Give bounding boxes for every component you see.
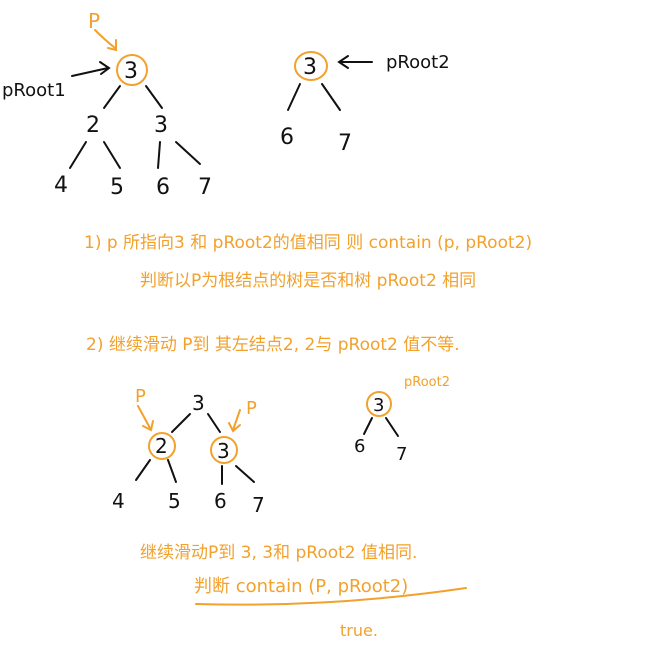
tree3-level1-right-ring: [210, 436, 238, 464]
tree2-root-pointer-label: pRoot2: [386, 52, 450, 73]
tree2-edge-left: [287, 83, 301, 111]
tree1-pointer-p-arrowhead: [107, 39, 117, 52]
tree1-edge-2-4: [69, 141, 87, 169]
step1-line2: 判断以P为根结点的树是否和树 pRoot2 相同: [140, 271, 476, 291]
step1-line1: 1) p 所指向3 和 pRoot2的值相同 则 contain (p, pRo…: [84, 233, 532, 253]
tree3-edge-root-left: [171, 413, 191, 433]
tree4-root-node: 3: [373, 395, 384, 416]
tree3: P P 3 2 3 4 5 6 7: [112, 386, 265, 517]
tree1-root-pointer-label: pRoot1: [2, 80, 66, 101]
tree1-leaf-4: 4: [54, 173, 68, 198]
tree3-pointer-right-arrowhead: [228, 422, 241, 433]
tree4-root-ring: [366, 391, 392, 417]
step3-result: true.: [340, 621, 378, 640]
tree3-pointer-left-label: P: [135, 386, 146, 407]
step3-line1: 继续滑动P到 3, 3和 pRoot2 值相同.: [140, 543, 417, 563]
tree2-root-ring: [294, 51, 328, 81]
tree2-leaf-6: 6: [280, 125, 294, 150]
step3-underline: [195, 587, 467, 606]
tree3-leaf-4: 4: [112, 489, 125, 513]
step1: 1) p 所指向3 和 pRoot2的值相同 则 contain (p, pRo…: [84, 233, 532, 291]
tree4-edge-left: [363, 417, 373, 435]
tree2: 3 pRoot2 6 7: [280, 51, 450, 156]
tree1-leaf-5: 5: [110, 175, 124, 200]
tree1-edge-2-5: [103, 141, 121, 169]
tree1: P 3 pRoot1 2 3 4 5 6 7: [2, 9, 212, 200]
tree4-edge-right: [385, 417, 399, 437]
tree4-leaf-6: 6: [354, 436, 365, 457]
tree2-root-node: 3: [303, 55, 317, 80]
tree1-leaf-6: 6: [156, 175, 170, 200]
tree2-leaf-7: 7: [338, 131, 352, 156]
step3-line2: 判断 contain (P, pRoot2): [194, 576, 408, 597]
tree2-root-pointer-arrowhead: [337, 55, 349, 69]
tree3-pointer-right-arrow: [232, 409, 241, 431]
step3: 继续滑动P到 3, 3和 pRoot2 值相同. 判断 contain (P, …: [140, 543, 467, 640]
tree1-pointer-p-arrow: [94, 29, 116, 49]
tree4-label: pRoot2: [404, 375, 450, 390]
tree3-level1-right: 3: [217, 439, 230, 463]
tree4: pRoot2 3 6 7: [354, 375, 450, 465]
tree1-level1-right: 3: [154, 113, 168, 138]
tree3-root-node: 3: [192, 391, 205, 415]
tree1-pointer-p-label: P: [88, 9, 100, 33]
tree1-edge-root-right: [145, 85, 163, 109]
tree3-edge-2-5: [167, 459, 177, 483]
tree2-edge-right: [321, 83, 341, 111]
tree1-edge-3-7: [175, 141, 201, 165]
step2: 2) 继续滑动 P到 其左结点2, 2与 pRoot2 值不等.: [86, 335, 460, 355]
tree3-pointer-right-label: P: [246, 398, 257, 419]
tree3-leaf-5: 5: [168, 489, 181, 513]
tree3-level1-left-ring: [148, 432, 176, 460]
tree1-level1-left: 2: [86, 113, 100, 138]
tree1-root-pointer-arrowhead: [99, 61, 111, 75]
tree1-leaf-7: 7: [198, 175, 212, 200]
tree1-root-pointer-arrow: [71, 67, 109, 77]
tree4-leaf-7: 7: [396, 444, 407, 465]
tree1-root-ring: [116, 54, 148, 86]
tree3-leaf-6: 6: [214, 489, 227, 513]
tree3-edge-root-right: [207, 413, 221, 433]
tree3-edge-2-4: [135, 459, 151, 481]
tree3-pointer-left-arrowhead: [142, 420, 154, 432]
tree1-root-node: 3: [124, 59, 138, 84]
tree3-leaf-7: 7: [252, 493, 265, 517]
tree3-level1-left: 2: [155, 434, 168, 458]
tree3-pointer-left-arrow: [137, 405, 151, 429]
tree3-edge-3-7: [235, 465, 255, 483]
step2-line1: 2) 继续滑动 P到 其左结点2, 2与 pRoot2 值不等.: [86, 335, 460, 355]
tree1-edge-root-left: [103, 85, 121, 109]
tree1-edge-3-6: [157, 141, 161, 169]
